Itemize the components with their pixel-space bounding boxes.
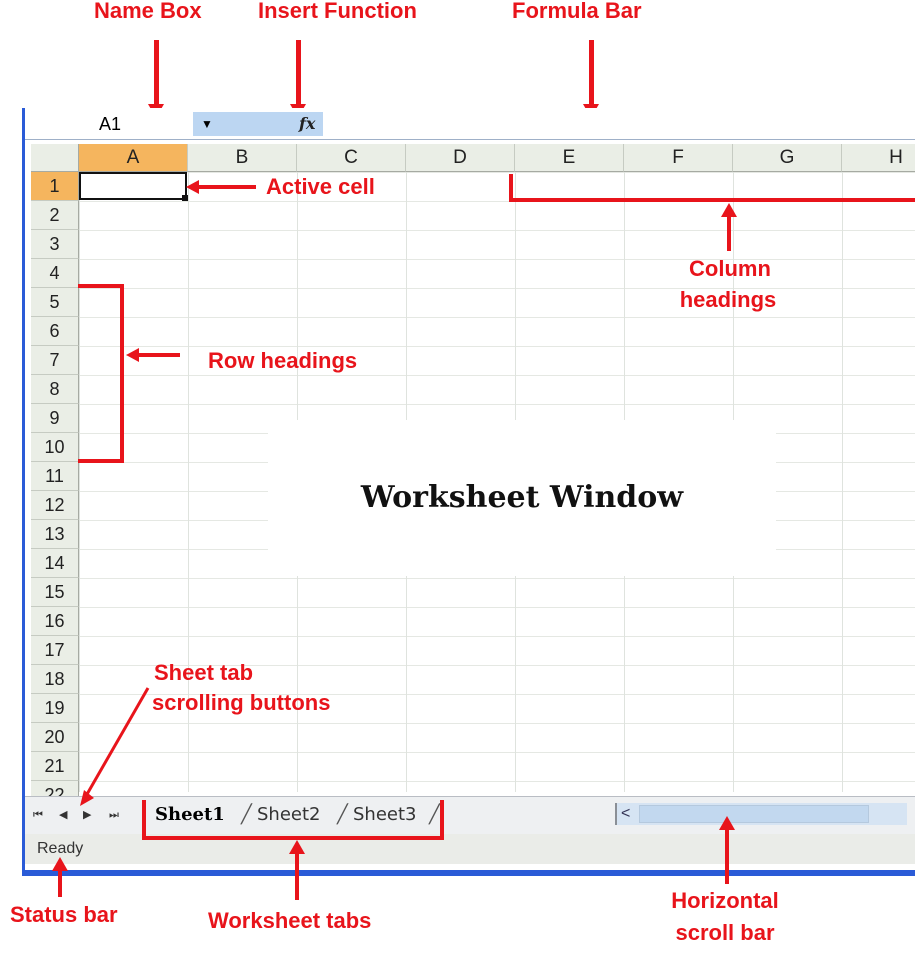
bracket-tabs-left [142,800,146,840]
arrowhead-horizontal-scroll [719,816,735,830]
row-header-3[interactable]: 3 [31,230,79,259]
arrow-insert-function [296,40,301,106]
sheet-tab-sheet2[interactable]: Sheet2 [257,804,321,825]
arrowhead-status-bar [52,857,68,871]
bracket-row-bottom [78,459,124,463]
annotation-worksheet-tabs: Worksheet tabs [208,908,372,933]
row-header-16[interactable]: 16 [31,607,79,636]
arrow-active-cell [198,185,256,189]
annotation-name-box: Name Box [94,0,202,23]
annotation-horizontal-scroll-1: Horizontal [671,888,779,913]
insert-function-icon[interactable]: fx [299,114,316,133]
bracket-column-left [509,174,513,202]
arrow-row-headings [138,353,180,357]
tab-divider: ╱ [429,804,440,825]
insert-function-area: fx [221,112,323,136]
tab-divider: ╱ [241,804,252,825]
arrow-worksheet-tabs [295,852,299,900]
column-header-g[interactable]: G [733,144,842,172]
bracket-column-bottom [509,198,915,202]
column-header-b[interactable]: B [188,144,297,172]
chevron-down-icon: ▼ [201,117,213,131]
row-header-17[interactable]: 17 [31,636,79,665]
row-header-20[interactable]: 20 [31,723,79,752]
formula-bar: A1 ▼ fx [25,108,915,140]
name-box[interactable]: A1 [33,112,193,136]
formula-input[interactable] [325,112,915,136]
scroll-thumb[interactable] [639,805,869,823]
annotation-row-headings: Row headings [208,348,358,373]
bracket-row-top [78,284,124,288]
row-header-1[interactable]: 1 [31,172,79,201]
name-box-dropdown-button[interactable]: ▼ [193,112,221,136]
annotation-formula-bar: Formula Bar [512,0,642,23]
bracket-row-right [120,284,124,463]
horizontal-scrollbar[interactable]: < [615,803,907,825]
sheet-tab-sheet1[interactable]: Sheet1 [155,804,225,825]
fill-handle[interactable] [182,195,188,201]
worksheet-window-label-box: Worksheet Window [268,420,776,576]
column-header-e[interactable]: E [515,144,624,172]
annotation-column-headings-1: Column [689,256,771,281]
row-header-21[interactable]: 21 [31,752,79,781]
annotation-status-bar: Status bar [10,902,118,927]
arrowhead-active-cell [186,180,199,194]
first-sheet-icon[interactable]: ⏮ [33,809,43,821]
row-header-18[interactable]: 18 [31,665,79,694]
next-sheet-icon[interactable]: ▶ [83,809,92,821]
tab-divider: ╱ [337,804,348,825]
row-header-4[interactable]: 4 [31,259,79,288]
sheet-tab-sheet3[interactable]: Sheet3 [353,804,417,825]
row-header-13[interactable]: 13 [31,520,79,549]
column-header-f[interactable]: F [624,144,733,172]
arrow-horizontal-scroll [725,828,729,884]
bracket-tabs-bottom [142,836,444,840]
sheet-tab-bar: ⏮ ◀ ▶ ⏭ Sheet1 ╱ Sheet2 ╱ Sheet3 ╱ < [25,796,915,835]
column-header-a[interactable]: A [79,144,188,172]
arrowhead-row-headings [126,348,139,362]
row-header-19[interactable]: 19 [31,694,79,723]
column-header-c[interactable]: C [297,144,406,172]
diagonal-arrowhead [80,790,94,806]
annotation-column-headings-2: headings [679,287,777,312]
annotation-insert-function: Insert Function [258,0,417,23]
row-header-10[interactable]: 10 [31,433,79,462]
column-header-d[interactable]: D [406,144,515,172]
row-header-8[interactable]: 8 [31,375,79,404]
status-text: Ready [37,840,84,857]
bracket-tabs-right [440,800,444,840]
row-header-7[interactable]: 7 [31,346,79,375]
row-header-6[interactable]: 6 [31,317,79,346]
diagonal-arrow-line [84,687,150,797]
arrow-column-headings [727,215,731,251]
annotation-sheet-tab-scrolling-1: Sheet tab [154,660,254,685]
previous-sheet-icon[interactable]: ◀ [59,809,68,821]
row-header-2[interactable]: 2 [31,201,79,230]
arrow-name-box [154,40,159,106]
row-header-9[interactable]: 9 [31,404,79,433]
row-header-15[interactable]: 15 [31,578,79,607]
row-header-5[interactable]: 5 [31,288,79,317]
scroll-left-icon[interactable]: < [621,805,631,822]
last-sheet-icon[interactable]: ⏭ [109,809,119,821]
annotation-active-cell: Active cell [266,174,375,199]
arrowhead-column-headings [721,203,737,217]
column-header-h[interactable]: H [842,144,915,172]
row-header-14[interactable]: 14 [31,549,79,578]
annotation-horizontal-scroll-2: scroll bar [675,920,775,945]
select-all-corner[interactable] [31,144,79,172]
annotation-sheet-tab-scrolling-2: scrolling buttons [152,690,331,715]
worksheet-window-label: Worksheet Window [360,480,684,515]
arrow-formula-bar [589,40,594,106]
arrow-status-bar [58,869,62,897]
arrowhead-worksheet-tabs [289,840,305,854]
row-header-11[interactable]: 11 [31,462,79,491]
row-header-12[interactable]: 12 [31,491,79,520]
